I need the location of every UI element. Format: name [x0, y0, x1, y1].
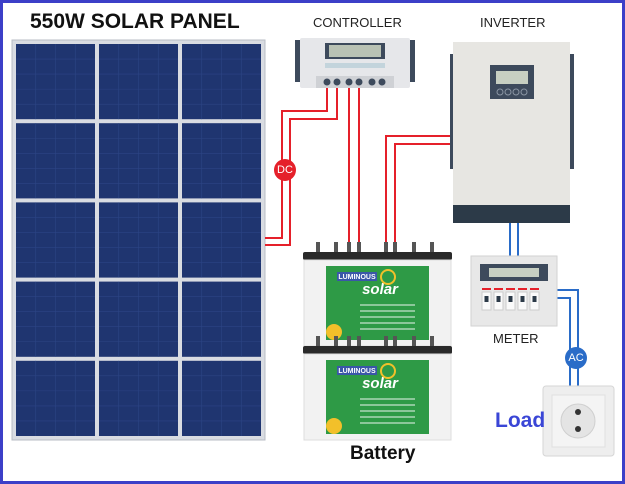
solar-cell: [99, 360, 178, 436]
solar-cell: [182, 123, 261, 199]
svg-text:solar: solar: [362, 281, 399, 298]
breaker: [505, 288, 516, 311]
solar-cell: [16, 123, 95, 199]
solar-cell: [16, 202, 95, 278]
solar-panel: [11, 39, 266, 441]
wall-socket: [542, 385, 615, 457]
solar-cell: [182, 281, 261, 357]
breaker: [529, 288, 540, 311]
breaker: [493, 288, 504, 311]
meter-unit: [470, 255, 558, 327]
solar-cell: [182, 360, 261, 436]
inverter-unit: [450, 42, 574, 223]
charge-controller: [295, 38, 415, 88]
dc-wires: [265, 88, 452, 250]
panel-title: 550W SOLAR PANEL: [30, 10, 240, 33]
meter-label: METER: [493, 331, 539, 346]
solar-cell: [99, 123, 178, 199]
inverter-label: INVERTER: [480, 15, 546, 30]
load-label: Load: [495, 409, 546, 432]
solar-cell: [182, 44, 261, 120]
battery-label: Battery: [350, 443, 416, 464]
controller-label: CONTROLLER: [313, 15, 402, 30]
solar-cell: [99, 202, 178, 278]
svg-text:LUMINOUS: LUMINOUS: [338, 368, 376, 375]
dc-badge: DC: [274, 159, 296, 181]
solar-cell: [99, 281, 178, 357]
solar-cell: [16, 44, 95, 120]
ac-badge: AC: [565, 347, 587, 369]
solar-cell: [16, 360, 95, 436]
breaker: [517, 288, 528, 311]
solar-cell: [99, 44, 178, 120]
svg-text:solar: solar: [362, 375, 399, 392]
breaker: [481, 288, 492, 311]
solar-cell: [182, 202, 261, 278]
svg-text:LUMINOUS: LUMINOUS: [338, 274, 376, 281]
solar-cell: [16, 281, 95, 357]
